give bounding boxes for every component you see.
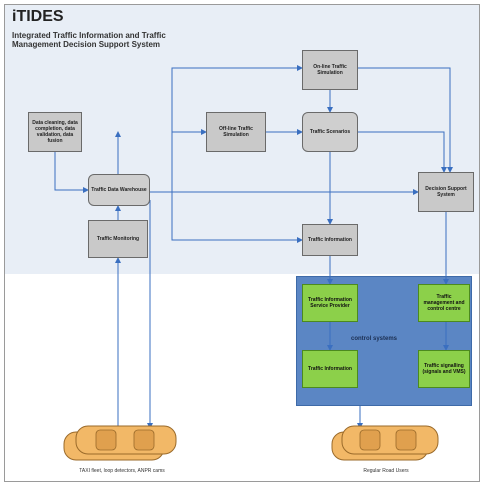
traffic-signalling-box: Traffic signalling (signals and VMS) bbox=[418, 350, 470, 388]
arrow-to-online-sim bbox=[171, 65, 303, 132]
right-cars-caption: Regular Road Users bbox=[363, 468, 409, 474]
online-simulation-box: On-line Traffic Simulation bbox=[302, 50, 358, 90]
info-service-provider-box: Traffic Information Service Provider bbox=[302, 284, 358, 322]
diagram-subtitle: Integrated Traffic Information and Traff… bbox=[12, 31, 166, 49]
traffic-scenarios-cylinder: Traffic Scenarios bbox=[302, 112, 358, 152]
arrow-online-to-dss bbox=[358, 67, 453, 173]
arrow-scenarios-to-dss bbox=[358, 131, 447, 173]
data-cleaning-box: Data cleaning, data completion, data val… bbox=[28, 112, 82, 152]
decision-support-system-box: Decision Support System bbox=[418, 172, 474, 212]
traffic-data-warehouse-cylinder: Traffic Data Warehouse bbox=[88, 174, 150, 206]
green-traffic-information-box: Traffic Information bbox=[302, 350, 358, 388]
control-systems-label: control systems bbox=[350, 336, 398, 342]
traffic-information-box: Traffic Information bbox=[302, 224, 358, 256]
arrow-to-information bbox=[171, 192, 303, 243]
left-cars-caption: TAXI fleet, loop detectors, ANPR cams bbox=[79, 468, 165, 474]
taxi-fleet-cars-illustration bbox=[63, 425, 177, 461]
arrow-cleaning-to-warehouse bbox=[54, 152, 89, 193]
road-users-cars-illustration bbox=[331, 425, 439, 461]
traffic-monitoring-box: Traffic Monitoring bbox=[88, 220, 148, 258]
arrow-to-offline-sim bbox=[171, 129, 207, 192]
diagram-title: iTIDES bbox=[12, 8, 64, 25]
traffic-control-centre-box: Traffic management and control centre bbox=[418, 284, 470, 322]
offline-simulation-box: Off-line Traffic Simulation bbox=[206, 112, 266, 152]
